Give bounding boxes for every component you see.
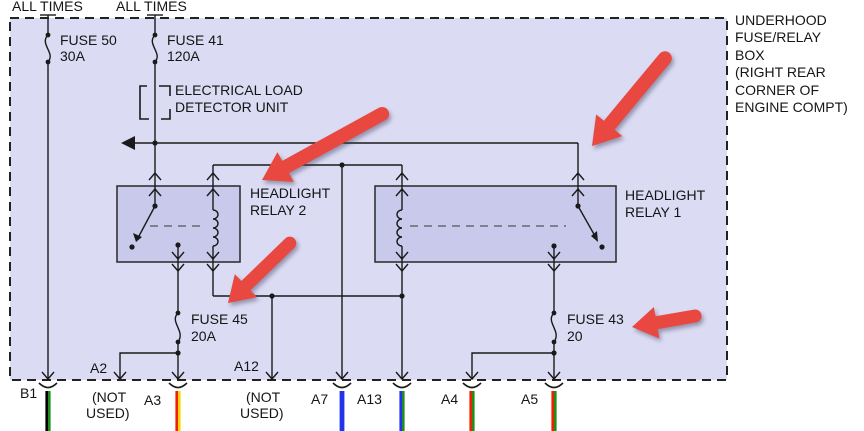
headlight-relay-1-box: [374, 185, 617, 263]
terminal-chevrons: [41, 171, 585, 381]
harness-wires: [45, 391, 557, 431]
fuse-50-name: FUSE 50: [60, 32, 117, 48]
a12-not-used-line1: (NOT: [246, 389, 281, 405]
fuse-45-symbol: [174, 312, 181, 343]
pin-label-a13: A13: [357, 391, 382, 407]
feed-line-arrowhead: [121, 136, 135, 150]
wire-a7: [339, 391, 345, 431]
a2-not-used-line2: USED): [86, 405, 130, 421]
wire-a3: [175, 391, 181, 431]
wire-a13: [399, 391, 405, 431]
box-note-line2: FUSE/RELAY: [735, 29, 822, 45]
wire-b1: [45, 391, 51, 431]
relay-2-label-line1: HEADLIGHT: [250, 185, 331, 201]
eld-label-line2: DETECTOR UNIT: [175, 99, 289, 115]
fuse-41-rating: 120A: [167, 48, 200, 64]
relay-1-label-line1: HEADLIGHT: [625, 187, 706, 203]
callout-arrow-relay-2: [262, 106, 390, 182]
fuse-41-symbol: [151, 34, 158, 63]
fuse-41-name: FUSE 41: [167, 32, 224, 48]
eld-sensor-icon: [139, 85, 171, 120]
pin-label-a7: A7: [311, 391, 329, 407]
box-note-line3: BOX: [735, 47, 765, 63]
box-note-line1: UNDERHOOD: [735, 12, 827, 28]
box-note-line5: CORNER OF: [735, 82, 819, 98]
fuse-43-name: FUSE 43: [567, 311, 624, 327]
all-times-label-right: ALL TIMES: [116, 0, 187, 14]
fuse-45-name: FUSE 45: [191, 311, 248, 327]
pin-label-b1: B1: [20, 385, 38, 401]
a12-not-used-line2: USED): [240, 405, 284, 421]
fuse-50-rating: 30A: [60, 48, 85, 64]
connector-cup-a7: [332, 382, 352, 389]
relay-2-switch-blade: [138, 205, 156, 237]
wire-a4: [469, 391, 475, 431]
blade-arrowheads: [121, 136, 598, 242]
connector-cup-b1: [38, 382, 58, 389]
connector-cup-a13: [392, 382, 412, 389]
all-times-label-left: ALL TIMES: [12, 0, 83, 14]
box-note-line4: (RIGHT REAR: [735, 64, 826, 80]
pin-label-a5: A5: [521, 391, 539, 407]
relay-1-label-line2: RELAY 1: [625, 204, 682, 220]
callout-arrow-top-feed: [592, 51, 672, 146]
junction-dots: [45, 32, 605, 356]
relay-1-coil: [396, 209, 403, 247]
fuse-43-rating: 20: [567, 328, 583, 344]
relay-1-switch-blade: [577, 205, 596, 237]
pin-label-a12: A12: [234, 358, 259, 374]
callout-arrow-fuse-45: [228, 236, 297, 303]
wire-a5: [551, 391, 557, 431]
relay-2-coil: [212, 209, 219, 247]
pin-label-a2: A2: [90, 360, 108, 376]
pin-label-a3: A3: [144, 392, 162, 408]
relay-2-label-line2: RELAY 2: [250, 202, 307, 218]
fuse-43-symbol: [550, 312, 557, 343]
fuse-45-rating: 20A: [191, 328, 216, 344]
a2-not-used-line1: (NOT: [92, 389, 127, 405]
pin-label-a4: A4: [441, 391, 459, 407]
connector-cup-a5: [544, 382, 564, 389]
callout-arrow-fuse-43: [632, 306, 702, 339]
eld-label-line1: ELECTRICAL LOAD: [175, 82, 303, 98]
fuse-50-symbol: [44, 34, 51, 63]
connector-cup-a3: [168, 382, 188, 389]
connector-cups: [38, 382, 564, 389]
connector-cup-a4: [462, 382, 482, 389]
box-note-line6: ENGINE COMPT): [735, 99, 848, 115]
